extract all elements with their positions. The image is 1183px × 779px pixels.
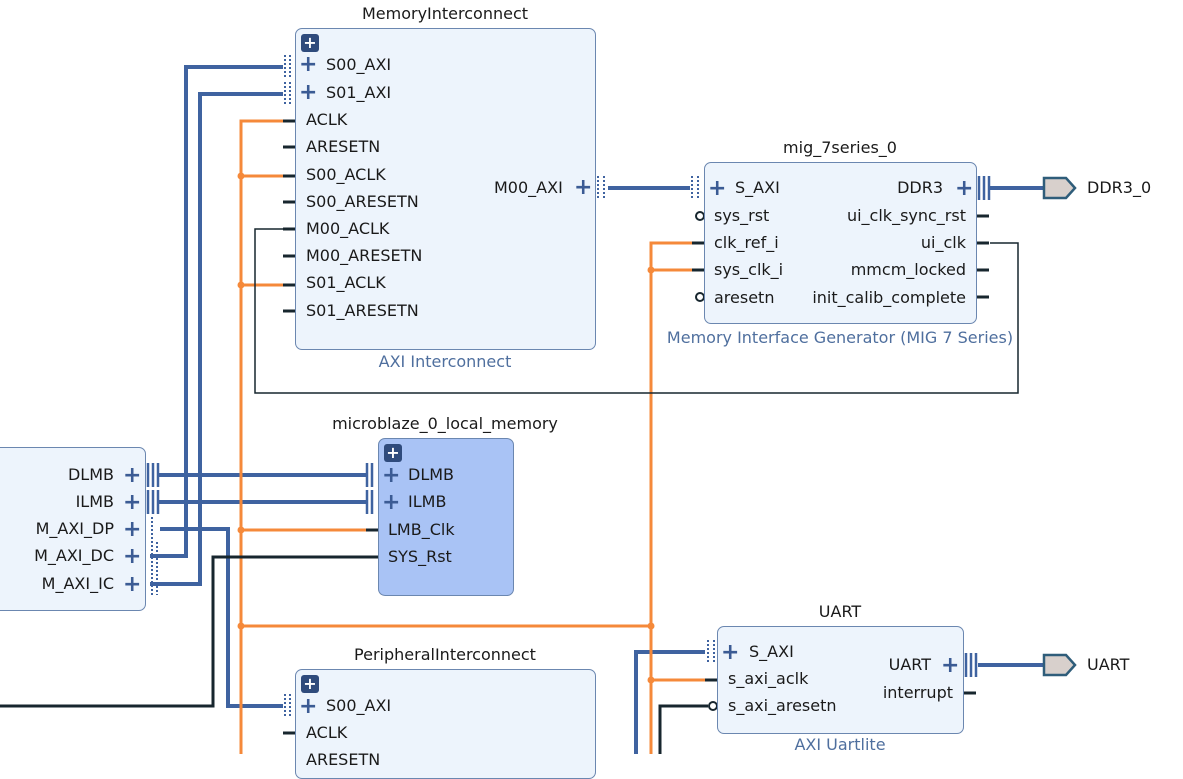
expand-port-icon[interactable]: + <box>123 544 142 569</box>
port-s-axi[interactable]: S_AXI <box>735 178 780 197</box>
expand-port-icon[interactable]: + <box>123 572 142 597</box>
expand-port-icon[interactable]: + <box>299 52 318 77</box>
expand-icon[interactable]: + <box>301 675 319 693</box>
port-aresetn[interactable]: ARESETN <box>306 137 381 156</box>
wire-ui-clk-loop <box>254 228 1019 394</box>
port-aclk[interactable]: ACLK <box>306 723 348 742</box>
port-m-axi-dp[interactable]: M_AXI_DP <box>35 519 114 538</box>
port-sys-rst[interactable]: SYS_Rst <box>388 547 452 566</box>
wire-uart-reset <box>658 704 708 754</box>
mig-subtitle: Memory Interface Generator (MIG 7 Series… <box>666 328 1014 347</box>
mig-block[interactable] <box>704 162 977 324</box>
uart-subtitle: AXI Uartlite <box>794 735 886 754</box>
expand-port-icon[interactable]: + <box>299 694 318 719</box>
wire-m-axi-dp <box>160 527 283 708</box>
wire-clk-trunk <box>239 119 290 754</box>
port-mmcm-locked[interactable]: mmcm_locked <box>850 260 966 279</box>
uart-title: UART <box>818 602 862 621</box>
local-memory-block[interactable]: + <box>378 438 514 596</box>
port-m00-axi[interactable]: M00_AXI <box>494 178 563 197</box>
port-dlmb[interactable]: DLMB <box>408 465 455 484</box>
expand-icon[interactable]: + <box>384 444 402 462</box>
port-ui-clk[interactable]: ui_clk <box>920 233 966 252</box>
memory-interconnect-block[interactable]: + <box>295 28 596 350</box>
port-s-axi[interactable]: S_AXI <box>749 642 794 661</box>
ddr3-port-icon <box>1042 176 1077 200</box>
expand-port-icon[interactable]: + <box>721 640 740 665</box>
wire-m-axi-ic <box>150 92 283 586</box>
port-s00-axi[interactable]: S00_AXI <box>326 55 392 74</box>
periph-ic-title: PeripheralInterconnect <box>354 645 536 664</box>
port-m-axi-dc[interactable]: M_AXI_DC <box>34 546 114 565</box>
expand-port-icon[interactable]: + <box>941 653 960 678</box>
port-s00-aclk[interactable]: S00_ACLK <box>306 165 386 184</box>
expand-port-icon[interactable]: + <box>123 490 142 515</box>
expand-port-icon[interactable]: + <box>382 490 401 515</box>
expand-port-icon[interactable]: + <box>123 517 142 542</box>
microblaze-block[interactable] <box>0 447 146 611</box>
port-s01-aclk[interactable]: S01_ACLK <box>306 273 386 292</box>
mem-ic-title: MemoryInterconnect <box>361 4 529 23</box>
port-dlmb[interactable]: DLMB <box>67 465 114 484</box>
port-s01-aresetn[interactable]: S01_ARESETN <box>306 301 419 320</box>
port-init-calib-complete[interactable]: init_calib_complete <box>812 288 966 307</box>
uart-block[interactable] <box>717 626 964 734</box>
port-lmb-clk[interactable]: LMB_Clk <box>388 520 455 539</box>
expand-port-icon[interactable]: + <box>382 463 401 488</box>
port-aclk[interactable]: ACLK <box>306 110 348 129</box>
port-aresetn[interactable]: aresetn <box>714 288 775 307</box>
port-sys-rst[interactable]: sys_rst <box>714 206 770 225</box>
wire-sys-rst <box>0 555 378 708</box>
port-ilmb[interactable]: ILMB <box>75 492 114 511</box>
expand-port-icon[interactable]: + <box>574 175 593 200</box>
port-aresetn[interactable]: ARESETN <box>306 750 381 769</box>
wire-clk-mig <box>649 241 700 754</box>
port-uart[interactable]: UART <box>888 655 931 674</box>
uart-port-icon <box>1042 653 1077 677</box>
local-mem-title: microblaze_0_local_memory <box>332 414 558 433</box>
port-clk-ref-i[interactable]: clk_ref_i <box>714 233 779 252</box>
port-m00-aclk[interactable]: M00_ACLK <box>306 219 390 238</box>
port-s00-axi[interactable]: S00_AXI <box>326 696 392 715</box>
port-m-axi-ic[interactable]: M_AXI_IC <box>41 574 114 593</box>
port-s00-aresetn[interactable]: S00_ARESETN <box>306 192 419 211</box>
port-m00-aresetn[interactable]: M00_ARESETN <box>306 246 423 265</box>
port-sys-clk-i[interactable]: sys_clk_i <box>714 260 784 279</box>
expand-port-icon[interactable]: + <box>123 463 142 488</box>
expand-port-icon[interactable]: + <box>955 176 974 201</box>
wire-m-axi-dc <box>150 65 283 558</box>
port-ilmb[interactable]: ILMB <box>408 492 447 511</box>
port-s-axi-aclk[interactable]: s_axi_aclk <box>728 669 809 688</box>
port-s-axi-aresetn[interactable]: s_axi_aresetn <box>728 696 837 715</box>
mem-ic-subtitle: AXI Interconnect <box>378 352 512 371</box>
port-ui-clk-sync-rst[interactable]: ui_clk_sync_rst <box>846 206 966 225</box>
port-interrupt[interactable]: interrupt <box>882 683 953 702</box>
port-s01-axi[interactable]: S01_AXI <box>326 83 392 102</box>
connection-canvas <box>0 55 1077 754</box>
external-port-uart[interactable]: UART <box>1087 655 1130 674</box>
expand-port-icon[interactable]: + <box>299 80 318 105</box>
expand-icon[interactable]: + <box>301 34 319 52</box>
expand-port-icon[interactable]: + <box>708 176 727 201</box>
port-ddr3[interactable]: DDR3 <box>897 178 943 197</box>
wire-uart-saxi <box>634 650 705 754</box>
external-port-ddr3-0[interactable]: DDR3_0 <box>1087 178 1152 197</box>
mig-title: mig_7series_0 <box>783 138 897 157</box>
